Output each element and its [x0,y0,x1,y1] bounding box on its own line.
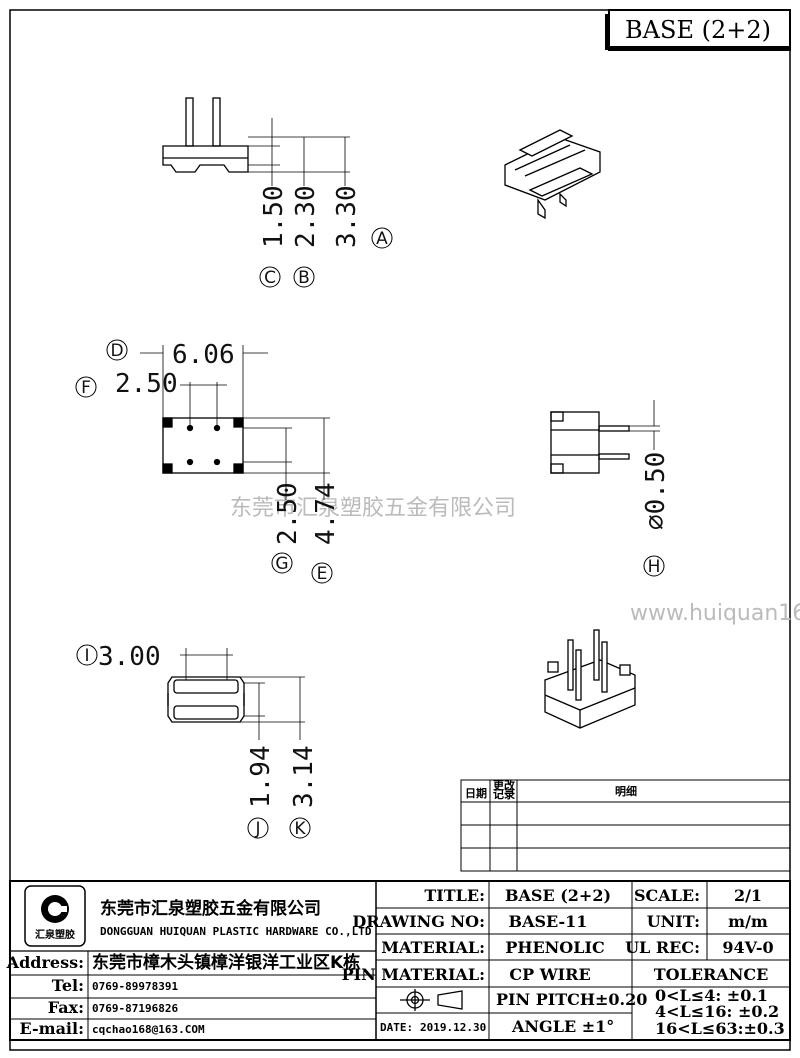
company-name-en: DONGGUAN HUIQUAN PLASTIC HARDWARE CO.,LT… [100,925,372,938]
label-j-icon: J [247,817,269,839]
date-label: DATE: [380,1021,413,1034]
svg-text:I: I [84,646,89,666]
svg-text:J: J [254,819,260,839]
label-c-icon: C [259,266,281,288]
dim-1-94: 1.94 [246,745,276,808]
tolerance-row-3: 16<L≤63:±0.3 [655,1019,785,1038]
angle-tolerance: ANGLE ±1° [511,1017,614,1036]
dim-2-50-side: 2.50 [273,482,303,545]
revision-col-date: 日期 [465,786,487,800]
title-label: TITLE: [424,886,485,905]
bottom-view [167,648,305,740]
revision-col-change-b: 记录 [493,788,515,801]
dim-6-06: 6.06 [172,340,235,370]
drawing-no-label: DRAWING NO: [352,912,485,931]
tolerance-label: TOLERANCE [654,965,769,984]
dim-3-00: 3.00 [98,642,161,672]
pin-material-value: CP WIRE [509,965,590,984]
iso-view-bottom [544,629,636,729]
dim-2-30: 2.30 [291,185,321,248]
label-a-icon: A [371,227,393,249]
svg-text:F: F [81,378,91,398]
label-d-icon: D [106,339,128,361]
side-view [162,97,350,186]
revision-col-detail: 明细 [615,784,637,798]
drawing-no-value: BASE-11 [509,912,588,931]
projection-symbol-icon [400,989,463,1011]
sheet-border [9,9,791,1051]
svg-text:H: H [648,557,661,577]
watermark-url: www.huiquan168.com [630,601,800,626]
dim-4-74: 4.74 [311,482,341,545]
title-value: BASE (2+2) [505,886,611,905]
email-value: cqchao168@163.COM [92,1023,205,1036]
email-label: E-mail: [20,1019,85,1038]
address-value: 东莞市樟木头镇樟洋银洋工业区K栋 [92,952,360,973]
dim-1-50: 1.50 [259,185,289,248]
tolerance-row-2: 4<L≤16: ±0.2 [655,1002,779,1021]
tel-value: 0769-89978391 [92,980,178,993]
svg-text:K: K [294,819,306,839]
tel-label: Tel: [52,976,84,995]
ul-rec-label: UL REC: [625,938,700,957]
fax-value: 0769-87196826 [92,1002,178,1015]
label-f-icon: F [75,376,97,398]
dim-3-30: 3.30 [332,185,362,248]
svg-text:G: G [275,554,288,574]
svg-text:E: E [317,564,328,584]
svg-text:A: A [376,229,388,249]
revision-table [460,779,791,872]
company-logo: 汇泉塑胶 [24,885,86,947]
revision-col-change-a: 更改 [493,778,516,792]
header-title: BASE (2+2) [625,16,771,44]
ul-rec-value: 94V-0 [722,938,773,957]
header-title-box: BASE (2+2) [605,9,791,51]
svg-text:C: C [264,268,276,288]
company-name-cn: 东莞市汇泉塑胶五金有限公司 [100,898,321,919]
label-h-icon: H [643,555,665,577]
watermark-text: 东莞市汇泉塑胶五金有限公司 [230,496,516,521]
pin-material-label: PIN MATERIAL: [342,965,485,984]
title-block-grid [9,880,791,1041]
svg-text:B: B [298,268,310,288]
unit-label: UNIT: [647,912,700,931]
top-view [140,345,330,500]
material-value: PHENOLIC [505,938,604,957]
fax-label: Fax: [48,998,84,1017]
dim-2-50-top: 2.50 [115,369,178,399]
dim-pin-diameter: ⌀0.50 [641,452,671,530]
logo-text: 汇泉塑胶 [35,928,75,941]
pin-pitch: PIN PITCH±0.20 [496,990,647,1009]
date-value: 2019.12.30 [420,1021,486,1034]
material-label: MATERIAL: [381,938,485,957]
tolerance-row-1: 0<L≤4: ±0.1 [655,986,768,1005]
scale-value: 2/1 [734,886,762,905]
dim-3-14: 3.14 [289,745,319,808]
label-b-icon: B [293,266,315,288]
scale-label: SCALE: [634,886,700,905]
label-e-icon: E [311,562,333,584]
label-k-icon: K [289,817,311,839]
address-label: Address: [6,953,84,972]
svg-text:D: D [110,341,123,361]
unit-value: m/m [728,912,768,931]
iso-view-top [504,129,601,220]
pin-view [550,400,660,474]
label-i-icon: I [76,644,98,666]
label-g-icon: G [271,552,293,574]
